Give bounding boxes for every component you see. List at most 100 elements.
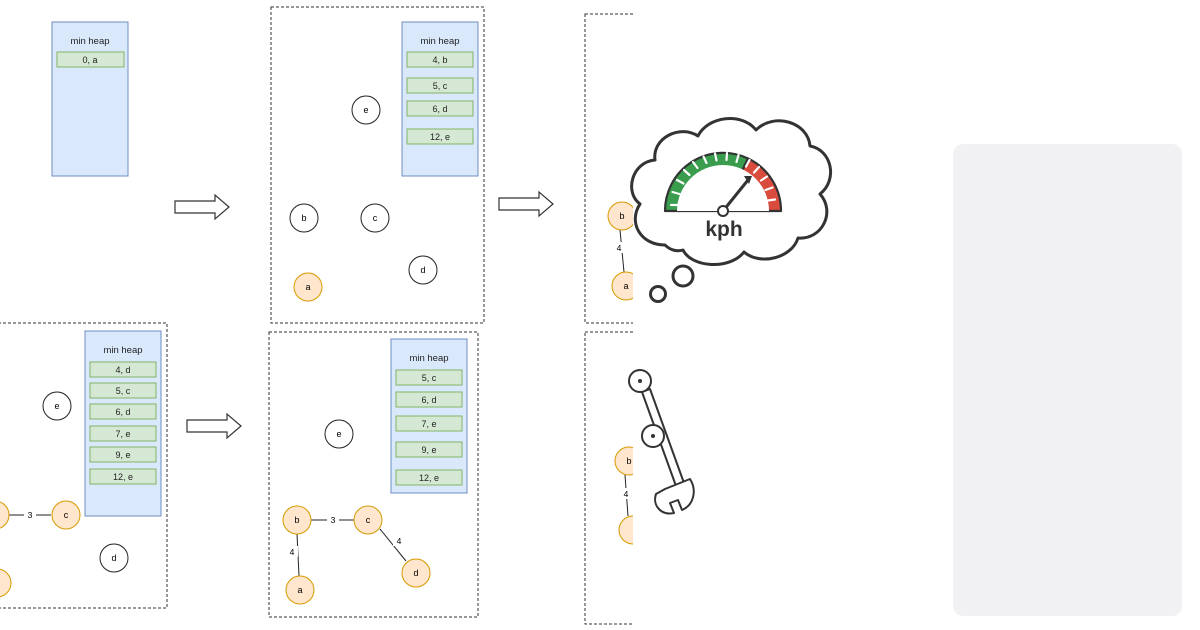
wrench-icon [628,369,695,515]
heap-item: 4, b [406,51,474,68]
frame-1: min heap 0, a [51,21,129,177]
node-label: a [297,585,302,595]
arrow-right-icon [498,190,554,218]
frame-4: min heap 5, c 6, d 7, e 9, e 12, e e 3 [268,331,479,618]
node-label: e [336,429,341,439]
edge-label-bg [24,509,36,520]
placeholder-panel [953,144,1182,616]
node-label: b [294,515,299,525]
min-heap-title: min heap [420,36,459,47]
edge-weight-label: 4 [397,536,402,546]
edge-label-bg [286,546,298,557]
heap-item: 5, c [395,369,463,386]
edge-weight-label: 4 [290,547,295,557]
gauge-ticks [669,151,777,207]
frame-border-top [584,13,646,324]
graph-node: d [99,543,129,573]
heap-item-label: 5, c [433,81,448,91]
heap-item: 9, e [395,441,463,458]
graph-node-visited: b [607,201,637,231]
heap-item: 0, a [56,51,125,68]
heap-item: 12, e [395,469,463,486]
graph-node-visited: d [401,558,431,588]
node-label: e [54,401,59,411]
graph-node: b [289,203,319,233]
edge-label-bg [327,514,339,525]
heap-item: 7, e [89,425,157,442]
edge-label-bg [613,242,624,253]
heap-item-label: 4, b [432,55,447,65]
min-heap-box [84,330,162,517]
edge-weight-label: 4 [617,243,622,253]
heap-item: 6, d [395,391,463,408]
heap-item-label: 7, e [115,429,130,439]
heap-item-label: 4, d [115,365,130,375]
graph-node-visited: b [0,501,10,529]
heap-item-label: 6, d [115,407,130,417]
node-label: d [420,265,425,275]
heap-item: 12, e [89,468,157,485]
node-label: a [623,281,628,291]
graph-node-visited: c [51,500,81,530]
graph-node: c [360,203,390,233]
node-label: e [363,105,368,115]
graph-node-visited: b [282,505,312,535]
heap-item: 6, d [89,403,157,420]
heap-item: 7, e [395,415,463,432]
arrow-right-icon [186,412,242,440]
node-label: b [301,213,306,223]
graph-node: e [324,419,354,449]
edge-weight-label: 3 [28,510,33,520]
heap-item: 5, c [406,77,474,94]
min-heap-title: min heap [70,36,109,47]
arrow-right-icon [174,193,230,221]
heap-item: 5, c [89,382,157,399]
frame-border [0,322,168,609]
node-label: b [619,211,624,221]
frame-border [270,6,485,324]
heap-item: 6, d [406,100,474,117]
heap-item-label: 6, d [421,395,436,405]
frame-3: min heap 4, d 5, c 6, d 7, e 9, e 12, e … [0,322,168,609]
heap-item-label: 7, e [421,419,436,429]
graph-node-visited: a [0,568,12,598]
min-heap-box [51,21,129,177]
edge-label-bg [393,535,405,546]
heap-item-label: 12, e [113,472,133,482]
heap-item-label: 6, d [432,104,447,114]
frame-border [268,331,479,618]
heap-item: 9, e [89,446,157,463]
graph-node: e [351,95,381,125]
heap-item: 4, d [89,361,157,378]
graph-node: e [42,391,72,421]
edge-weight-label: 4 [624,489,629,499]
graph-node-visited: c [353,505,383,535]
heap-item-label: 0, a [82,55,97,65]
graph-node-visited: a [285,575,315,605]
node-label: b [626,456,631,466]
edge-weight-label: 3 [331,515,336,525]
heap-item-label: 12, e [419,473,439,483]
heap-item-label: 5, c [116,386,131,396]
gauge-unit-label: kph [705,218,742,241]
speedometer-icon: kph [663,151,783,241]
min-heap-title: min heap [409,353,448,364]
graph-node: d [408,255,438,285]
heap-item-label: 5, c [422,373,437,383]
node-label: a [305,282,310,292]
heap-item: 12, e [406,128,474,145]
graph-node-visited: a [293,272,323,302]
frame-2: min heap 4, b 5, c 6, d 12, e e b c [270,6,485,324]
min-heap-title: min heap [103,345,142,356]
node-label: d [111,553,116,563]
min-heap-box [401,21,479,177]
node-label: c [64,510,69,520]
heap-item-label: 9, e [115,450,130,460]
heap-item-label: 9, e [421,445,436,455]
node-label: c [373,213,378,223]
node-label: c [366,515,371,525]
heap-item-label: 12, e [430,132,450,142]
edge-label-bg [620,488,631,499]
node-label: d [413,568,418,578]
